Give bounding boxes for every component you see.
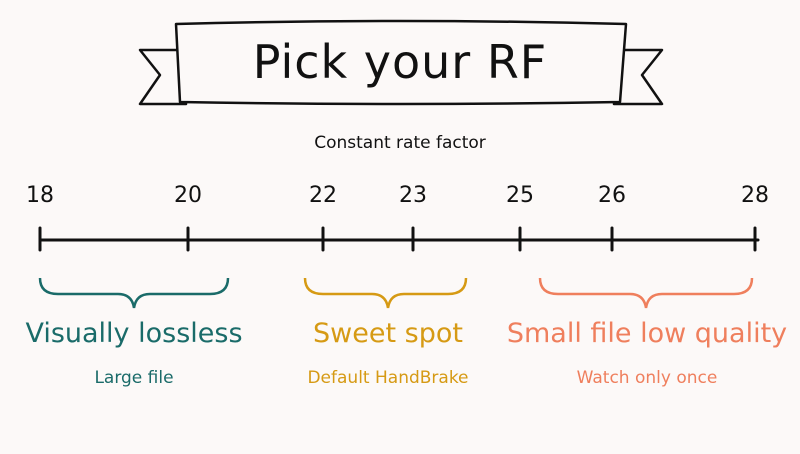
tick-label-23: 23 [399,183,427,208]
brace-small-file [538,277,754,309]
axis-title: Constant rate factor [314,133,486,153]
tick-label-20: 20 [174,183,202,208]
brace-sweet-spot [303,277,468,309]
brace-visually-lossless [38,277,230,309]
tick-label-22: 22 [309,183,337,208]
range-title-visually-lossless: Visually lossless [25,318,243,349]
page-title: Pick your RF [252,35,548,89]
tick-label-25: 25 [506,183,534,208]
tick-label-18: 18 [26,183,54,208]
range-subtitle-default-handbrake: Default HandBrake [307,368,469,388]
range-title-small-file: Small file low quality [506,318,788,349]
tick-label-26: 26 [598,183,626,208]
tick-marks [38,226,757,252]
range-title-sweet-spot: Sweet spot [313,318,463,349]
range-subtitle-large-file: Large file [94,368,174,388]
banner-main [174,19,628,106]
tick-label-28: 28 [741,183,769,208]
banner-ribbon [138,19,664,106]
range-subtitle-watch-once: Watch only once [576,368,718,388]
